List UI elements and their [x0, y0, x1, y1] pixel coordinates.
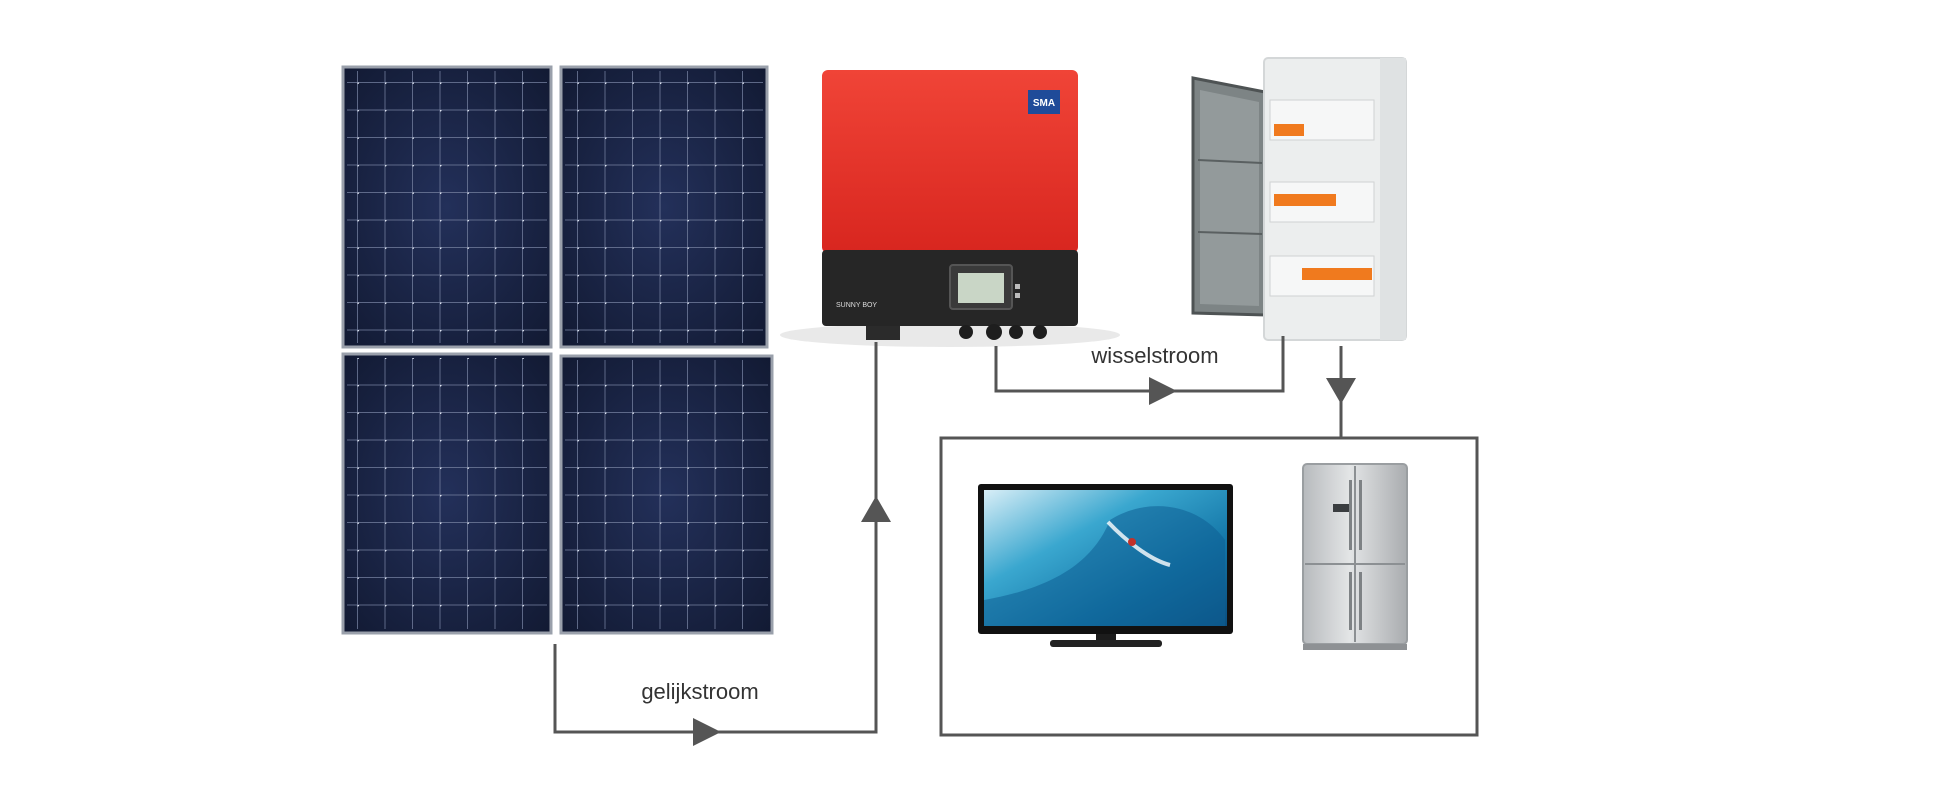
ac-arrow-right: [1149, 377, 1177, 405]
breaker-cabinet-icon: [1193, 58, 1406, 340]
loads-arrow-down: [1326, 378, 1356, 404]
refrigerator-icon: [1303, 464, 1407, 650]
inverter-icon: SMA SUNNY BOY: [780, 70, 1120, 347]
solar-panel-icon: [343, 67, 551, 347]
solar-panel-icon: [561, 67, 767, 347]
inverter-model: SUNNY BOY: [836, 302, 877, 309]
dc-label: gelijkstroom: [641, 679, 758, 704]
dc-arrow-right: [693, 718, 721, 746]
solar-panel-icon: [561, 356, 772, 633]
ac-label: wisselstroom: [1090, 343, 1218, 368]
solar-panel-icon: [343, 354, 551, 633]
solar-panel-array: [343, 67, 772, 633]
television-icon: [978, 484, 1233, 647]
inverter-brand: SMA: [1033, 98, 1055, 109]
dc-arrow-up: [861, 496, 891, 522]
